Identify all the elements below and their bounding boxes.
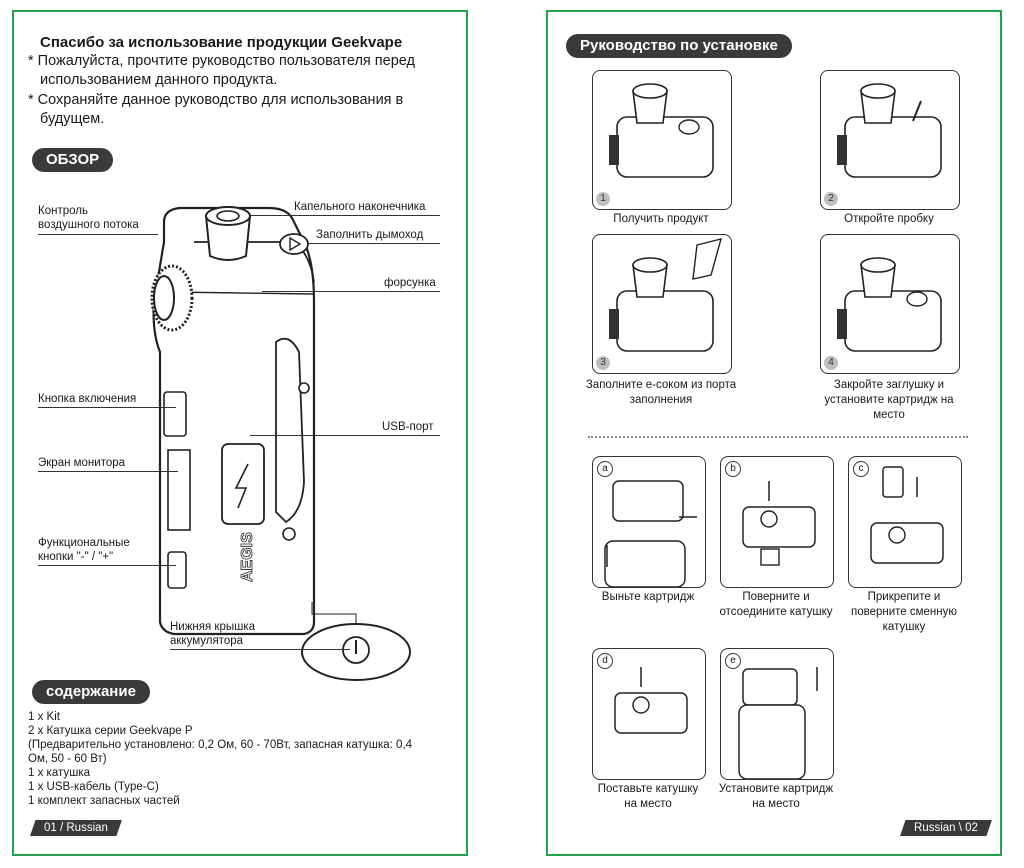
callout-func-2: кнопки "-" / "+" <box>38 551 114 563</box>
contents-item: 2 x Катушка серии Geekvape P <box>28 725 193 737</box>
contents-list: 1 x Kit 2 x Катушка серии Geekvape P (Пр… <box>28 710 458 808</box>
dotted-divider <box>588 436 968 438</box>
substep-letter: e <box>725 653 741 669</box>
guide-label: Руководство по установке <box>566 34 792 58</box>
product-drawing <box>614 667 688 734</box>
contents-item: 1 x Kit <box>28 711 60 723</box>
product-drawing <box>870 466 944 564</box>
callout-line <box>262 291 440 292</box>
substep-e-caption-1: Установите картридж <box>718 783 834 795</box>
note-1b: использованием данного продукта. <box>40 72 278 88</box>
step-2-caption: Откройте пробку <box>844 213 934 225</box>
product-drawing <box>609 83 714 178</box>
step-2-image: 2 <box>820 70 960 210</box>
substep-c-caption-2: поверните сменную <box>850 606 958 618</box>
callout-func-1: Функциональные <box>38 537 130 549</box>
substep-letter: d <box>597 653 613 669</box>
callout-airflow-1: Контроль <box>38 205 88 217</box>
product-drawing <box>738 667 818 779</box>
callout-airflow-2: воздушного потока <box>38 219 139 231</box>
substep-c-caption-3: катушку <box>882 621 926 633</box>
step-3-caption-2: заполнения <box>629 394 693 406</box>
contents-item: 1 комплект запасных частей <box>28 795 180 807</box>
step-number: 2 <box>824 192 838 206</box>
contents-item: Ом, 50 - 60 Вт) <box>28 753 107 765</box>
substep-b-caption-2: отсоедините катушку <box>719 606 833 618</box>
product-drawing <box>837 83 942 178</box>
product-drawing <box>609 238 722 352</box>
device-brand-text: AEGIS <box>239 532 256 582</box>
substep-letter: a <box>597 461 613 477</box>
step-4-image: 4 <box>820 234 960 374</box>
substep-c-image: c <box>848 456 962 588</box>
substep-c-caption-1: Прикрепите и <box>867 591 941 603</box>
substep-b-image: b <box>720 456 834 588</box>
page-footer: 01 / Russian <box>30 820 122 836</box>
step-number: 3 <box>596 356 610 370</box>
substep-d-image: d <box>592 648 706 780</box>
callout-nozzle: форсунка <box>384 277 436 289</box>
overview-label: ОБЗОР <box>32 148 114 172</box>
callout-battery-2: аккумулятора <box>170 635 244 647</box>
contents-item: 1 x USB-кабель (Type-C) <box>28 781 159 793</box>
callout-line <box>308 243 440 244</box>
substep-letter: b <box>725 461 741 477</box>
step-number: 1 <box>596 192 610 206</box>
contents-item: 1 x катушка <box>28 767 91 779</box>
callout-line <box>250 435 440 436</box>
substep-letter: c <box>853 461 869 477</box>
step-4-caption-1: Закройте заглушку и <box>833 379 945 391</box>
callout-fill-chimney: Заполнить дымоход <box>316 229 424 241</box>
callout-power-button: Кнопка включения <box>38 393 137 405</box>
callout-battery-1: Нижняя крышка <box>170 621 256 633</box>
callout-line <box>250 215 440 216</box>
step-4-caption-3: место <box>873 409 905 421</box>
callout-line <box>38 234 158 235</box>
contents-label: содержание <box>32 680 150 704</box>
step-4-caption-2: установите картридж на <box>824 394 954 406</box>
callout-line <box>38 407 176 408</box>
product-drawing <box>604 480 697 587</box>
note-1: * Пожалуйста, прочтите руководство польз… <box>28 53 415 69</box>
right-page: Руководство по установке 1 Получить прод… <box>546 10 1002 856</box>
product-drawing <box>837 257 942 352</box>
callout-line <box>38 471 178 472</box>
note-2: * Сохраняйте данное руководство для испо… <box>28 92 404 108</box>
page-footer: Russian \ 02 <box>900 820 992 836</box>
thanks-heading: Спасибо за использование продукции Geekv… <box>40 34 403 51</box>
step-3-image: 3 <box>592 234 732 374</box>
substep-e-image: e <box>720 648 834 780</box>
left-page: Спасибо за использование продукции Geekv… <box>12 10 468 856</box>
callout-usb-port: USB-порт <box>382 421 434 433</box>
product-drawing <box>742 481 816 566</box>
substep-e-caption-2: на место <box>752 798 800 810</box>
substep-b-caption-1: Поверните и <box>742 591 810 603</box>
step-number: 4 <box>824 356 838 370</box>
note-2b: будущем. <box>40 111 105 127</box>
step-3-caption-1: Заполните е-соком из порта <box>585 379 737 391</box>
contents-item: (Предварительно установлено: 0,2 Ом, 60 … <box>28 739 413 751</box>
callout-screen: Экран монитора <box>38 457 126 469</box>
device-illustration: AEGIS <box>150 206 411 681</box>
substep-d-caption-2: на место <box>624 798 672 810</box>
step-1-image: 1 <box>592 70 732 210</box>
substep-a-image: a <box>592 456 706 588</box>
step-1-caption: Получить продукт <box>613 213 709 225</box>
callout-line <box>170 649 350 650</box>
callout-drip-tip: Капельного наконечника <box>294 201 426 213</box>
substep-a-caption: Выньте картридж <box>601 591 695 603</box>
substep-d-caption-1: Поставьте катушку <box>597 783 699 795</box>
callout-line <box>38 565 176 566</box>
